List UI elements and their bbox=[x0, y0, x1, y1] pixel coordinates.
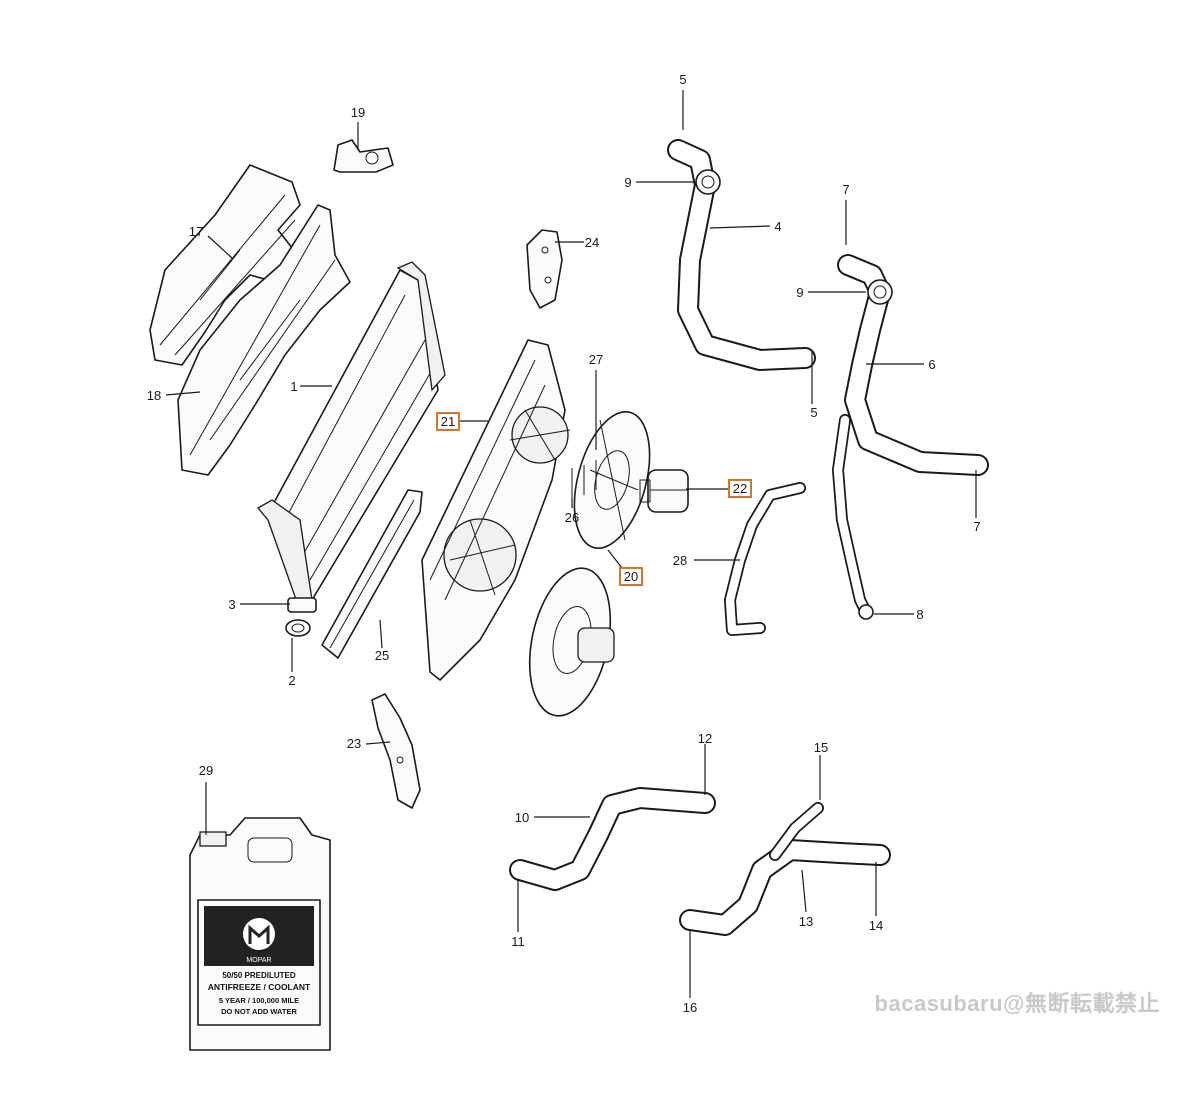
callout-22-box bbox=[728, 479, 752, 498]
part-1-radiator bbox=[257, 261, 446, 606]
callout-15: 15 bbox=[814, 740, 828, 755]
callout-12: 12 bbox=[698, 731, 712, 746]
leader-lines bbox=[165, 90, 977, 998]
callout-20: 20 bbox=[624, 569, 638, 584]
callout-28: 28 bbox=[673, 553, 687, 568]
callout-29: 29 bbox=[199, 763, 213, 778]
part-2-cap bbox=[285, 619, 311, 637]
callout-5-top: 5 bbox=[679, 72, 686, 87]
jug-line-2: ANTIFREEZE / COOLANT bbox=[208, 982, 311, 992]
part-24-bracket bbox=[526, 229, 563, 309]
callout-11: 11 bbox=[511, 934, 525, 949]
callout-2: 2 bbox=[288, 673, 295, 688]
part-3-drain bbox=[287, 597, 317, 613]
callout-23: 23 bbox=[347, 736, 361, 751]
part-20-fan-lower bbox=[528, 567, 615, 717]
callout-7-top: 7 bbox=[842, 182, 849, 197]
jug-brand: MOPAR bbox=[246, 957, 271, 964]
part-21-fan-shroud bbox=[421, 339, 571, 681]
callout-4: 4 bbox=[774, 219, 781, 234]
part-22-fan-motor bbox=[639, 469, 689, 513]
part-18-air-deflector bbox=[177, 204, 351, 476]
callout-25: 25 bbox=[375, 648, 389, 663]
callout-1: 1 bbox=[290, 379, 297, 394]
callout-9-upper: 9 bbox=[624, 175, 631, 190]
part-6-hose bbox=[837, 254, 989, 476]
callout-17: 17 bbox=[189, 224, 203, 239]
part-10-hose bbox=[509, 787, 716, 891]
callout-3: 3 bbox=[228, 597, 235, 612]
part-25-seal bbox=[321, 489, 423, 659]
callout-6: 6 bbox=[928, 357, 935, 372]
callout-13: 13 bbox=[799, 914, 813, 929]
callout-26: 26 bbox=[565, 510, 579, 525]
callout-20-box bbox=[619, 567, 643, 586]
part-13-hose bbox=[679, 839, 891, 936]
part-23-bracket bbox=[371, 693, 421, 809]
part-20-fan-upper bbox=[573, 411, 651, 549]
callout-14: 14 bbox=[869, 918, 883, 933]
part-8-line bbox=[832, 414, 874, 620]
callout-24: 24 bbox=[585, 235, 599, 250]
callout-16: 16 bbox=[683, 1000, 697, 1015]
callout-21-box bbox=[436, 412, 460, 431]
jug-line-1: 50/50 PREDILUTED bbox=[222, 971, 296, 980]
callout-27: 27 bbox=[589, 352, 603, 367]
callout-7-bottom: 7 bbox=[973, 519, 980, 534]
callout-8: 8 bbox=[916, 607, 923, 622]
callout-10: 10 bbox=[515, 810, 529, 825]
part-15-hose bbox=[769, 802, 824, 861]
part-28-hose bbox=[724, 482, 806, 636]
callout-22: 22 bbox=[733, 481, 747, 496]
callout-18: 18 bbox=[147, 388, 161, 403]
part-26-screws bbox=[571, 460, 597, 498]
callout-5-bottom: 5 bbox=[810, 405, 817, 420]
part-19-bracket bbox=[333, 139, 394, 173]
jug-line-3: 5 YEAR / 100,000 MILE bbox=[219, 996, 299, 1005]
callout-19: 19 bbox=[351, 105, 365, 120]
callouts: 5 9 4 5 7 9 6 7 8 19 17 18 1 3 2 25 24 2… bbox=[147, 72, 981, 1015]
part-9-clamp-upper bbox=[695, 169, 721, 195]
part-9-clamp-lower bbox=[867, 279, 893, 305]
part-29-coolant-jug bbox=[189, 817, 331, 1051]
callout-21: 21 bbox=[441, 414, 455, 429]
jug-line-4: DO NOT ADD WATER bbox=[221, 1007, 297, 1016]
callout-9-lower: 9 bbox=[796, 285, 803, 300]
part-4-hose bbox=[667, 139, 816, 371]
watermark-text: bacasubaru@無断転載禁止 bbox=[874, 991, 1160, 1016]
